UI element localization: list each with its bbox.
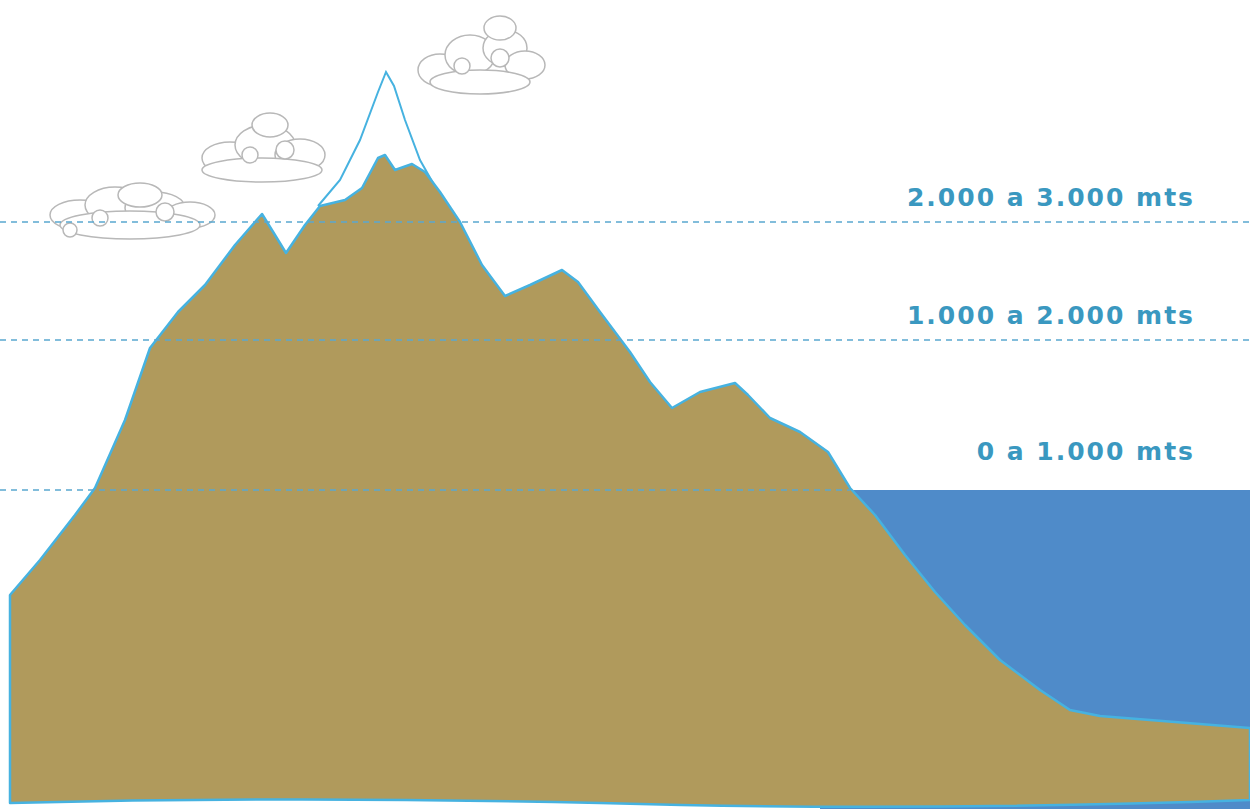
altitude-label: 0 a 1.000 mts (977, 437, 1195, 467)
altitude-line (0, 339, 1250, 341)
cloud (202, 113, 325, 182)
altitude-lines (0, 222, 1250, 490)
cloud (418, 16, 545, 94)
altitude-label: 2.000 a 3.000 mts (907, 183, 1195, 213)
clouds (50, 16, 545, 239)
altitude-line (0, 221, 1250, 223)
altitude-label: 1.000 a 2.000 mts (907, 301, 1195, 331)
altitude-line (0, 489, 850, 491)
cloud (50, 183, 215, 239)
mountain (10, 155, 1250, 807)
